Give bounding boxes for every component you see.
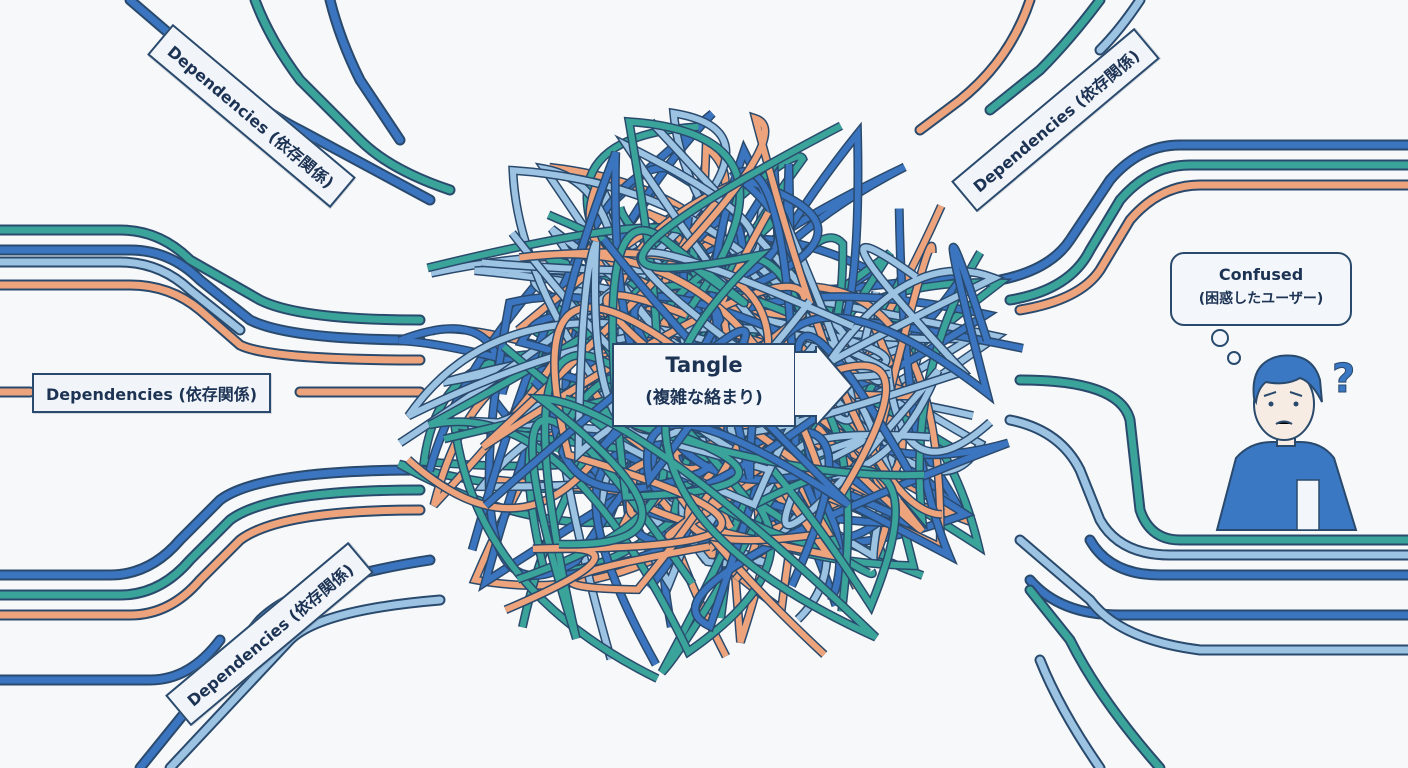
user-mouth [1275, 420, 1293, 425]
thought-bubble: Confused (困惑したユーザー) [1170, 252, 1352, 326]
user-eye-left [1268, 401, 1274, 407]
wire [1006, 416, 1408, 559]
user-eyebrow-right [1289, 391, 1303, 397]
wire [986, 0, 1104, 114]
wire [1016, 536, 1408, 654]
question-mark-icon: ? [1332, 356, 1355, 402]
tangle-title: Tangle [665, 353, 743, 377]
user-badge [1296, 479, 1320, 531]
arrow-right-icon [794, 346, 854, 424]
dependency-label-mid-left: Dependencies (依存関係) [32, 373, 272, 413]
wire [1016, 376, 1408, 544]
wire [1036, 656, 1104, 768]
bubble-title: Confused [1218, 265, 1304, 284]
user-torso [1215, 441, 1358, 531]
wire [0, 466, 424, 579]
user-eye-right [1293, 401, 1299, 407]
tangle-subtitle: (複雑な絡まり) [645, 388, 763, 408]
confused-user-figure: ? [1211, 329, 1358, 531]
wire [1026, 576, 1408, 619]
wire [326, 0, 404, 144]
user-eyebrow-left [1263, 391, 1277, 397]
tangle-label: Tangle (複雑な絡まり) [612, 343, 796, 427]
wire [0, 258, 244, 334]
wire [1086, 536, 1408, 579]
wire [916, 0, 1034, 134]
thought-dot-large [1211, 329, 1229, 347]
tangle-strand [405, 211, 993, 455]
wire-outline [914, 0, 1036, 136]
bubble-subtitle: (困惑したユーザー) [1198, 291, 1324, 307]
wire [0, 246, 424, 344]
wire [1026, 586, 1164, 768]
wire [1016, 181, 1408, 314]
wire [0, 226, 424, 324]
wire [1006, 161, 1408, 304]
thought-dot-small [1227, 351, 1241, 365]
wire [0, 281, 424, 364]
wire [0, 636, 224, 684]
wire [1096, 0, 1144, 54]
tangle-strand [531, 123, 879, 641]
wire [0, 506, 424, 619]
wire [996, 141, 1408, 284]
wire [0, 486, 424, 599]
user-hair [1252, 354, 1323, 406]
wire [251, 0, 454, 194]
